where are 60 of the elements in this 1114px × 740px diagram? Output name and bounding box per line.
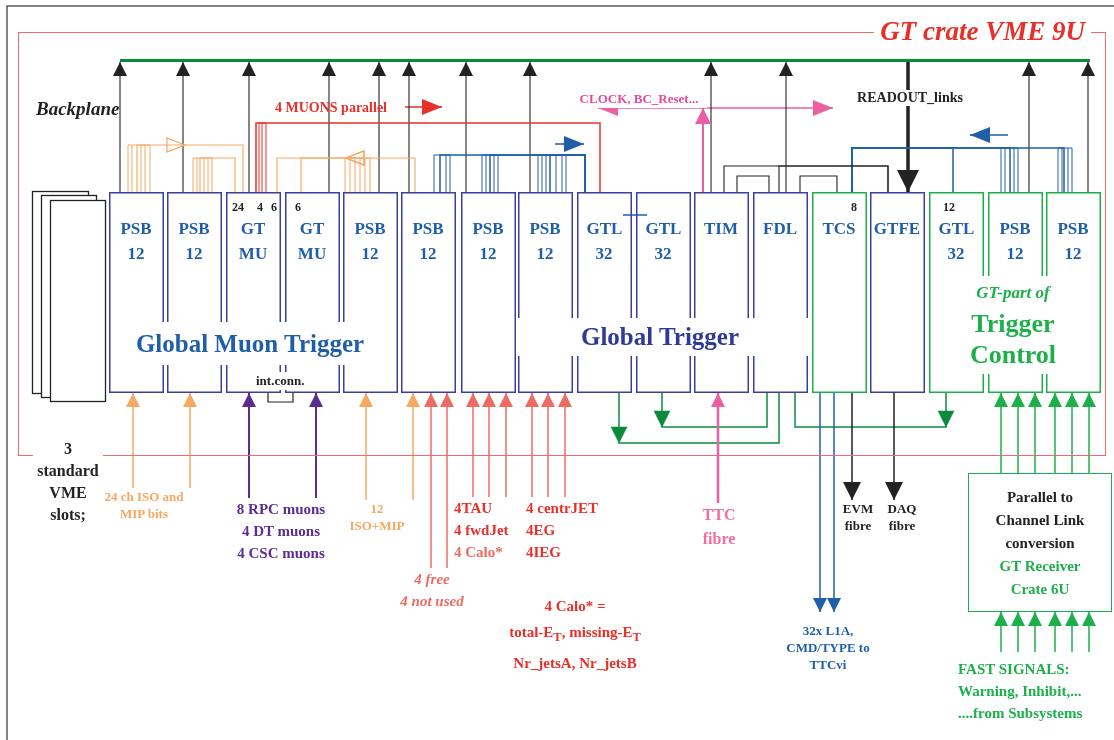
board-label: FDL — [763, 217, 797, 240]
group-subtitle: GT-part of — [975, 282, 1052, 304]
signal-label: 24 ch ISO and MIP bits — [104, 488, 184, 522]
board-label: PSB 12 — [1057, 217, 1089, 265]
signal-label: FAST SIGNALS: Warning, Inhibit,... ....from Subsystems — [958, 660, 1084, 723]
channel-count: 6 — [271, 200, 277, 215]
signal-label: 4EG — [526, 521, 557, 540]
channel-count: 24 — [232, 200, 244, 215]
board-label: GTL 32 — [645, 217, 681, 265]
vme-board — [752, 191, 808, 393]
group-title: Trigger Control — [968, 308, 1058, 370]
channel-count: 6 — [295, 200, 301, 215]
board-label: GT MU — [297, 217, 327, 265]
vme-board — [869, 191, 925, 393]
signal-label: GT Receiver Crate 6U — [998, 557, 1082, 599]
board-label: GTFE — [873, 217, 921, 240]
signal-label: 4 Calo* — [454, 543, 504, 562]
vme-board — [400, 191, 456, 393]
board-label: PSB 12 — [354, 217, 386, 265]
note-text: Nr_jetsA, Nr_jetsB — [512, 654, 638, 673]
board-label: GTL 32 — [586, 217, 622, 265]
signal-label: EVM fibre — [841, 500, 875, 534]
board-label: GTL 32 — [938, 217, 974, 265]
vme-board — [517, 191, 573, 393]
edge-label: READOUT_links — [854, 90, 966, 106]
signal-label: 4IEG — [526, 543, 562, 562]
signal-label: 4 DT muons — [240, 522, 322, 541]
vme-board — [460, 191, 516, 393]
signal-label: 32x L1A, CMD/TYPE to TTCvi — [785, 622, 871, 673]
signal-label: TTC fibre — [701, 505, 737, 549]
board-label: PSB 12 — [178, 217, 210, 265]
signal-label: 4 centrJET — [526, 499, 600, 518]
group-title: Global Muon Trigger — [134, 329, 366, 359]
signal-label: 4 not used — [399, 592, 465, 611]
board-label: GT MU — [238, 217, 268, 265]
converter-box — [968, 473, 1112, 612]
board-label: PSB 12 — [999, 217, 1031, 265]
board-label: PSB 12 — [529, 217, 561, 265]
note-text: 4 Calo* = — [543, 597, 607, 616]
backplane-bus — [119, 58, 1090, 62]
channel-count: 4 — [257, 200, 263, 215]
signal-label: 4TAU — [454, 499, 494, 518]
signal-label: 12 ISO+MIP — [348, 500, 406, 534]
signal-label: Parallel to Channel Link conversion — [994, 488, 1086, 553]
board-label: PSB 12 — [120, 217, 152, 265]
group-title: Global Trigger — [579, 322, 741, 352]
signal-label: 4 fwdJet — [454, 521, 510, 540]
signal-label: 4 CSC muons — [236, 544, 326, 563]
signal-label: DAQ fibre — [886, 500, 918, 534]
channel-count: 8 — [851, 200, 857, 215]
board-label: TIM — [704, 217, 738, 240]
board-label: TCS — [822, 217, 856, 240]
note-text: total-E$_{T}$, missing-E$_{T}$ — [508, 623, 642, 646]
vme-board — [811, 191, 867, 393]
signal-label: 4 free — [413, 570, 451, 589]
board-label: PSB 12 — [412, 217, 444, 265]
board-label: PSB 12 — [472, 217, 504, 265]
signal-label: 8 RPC muons — [235, 500, 327, 519]
channel-count: 12 — [943, 200, 955, 215]
connector-label: int.conn. — [256, 373, 305, 389]
